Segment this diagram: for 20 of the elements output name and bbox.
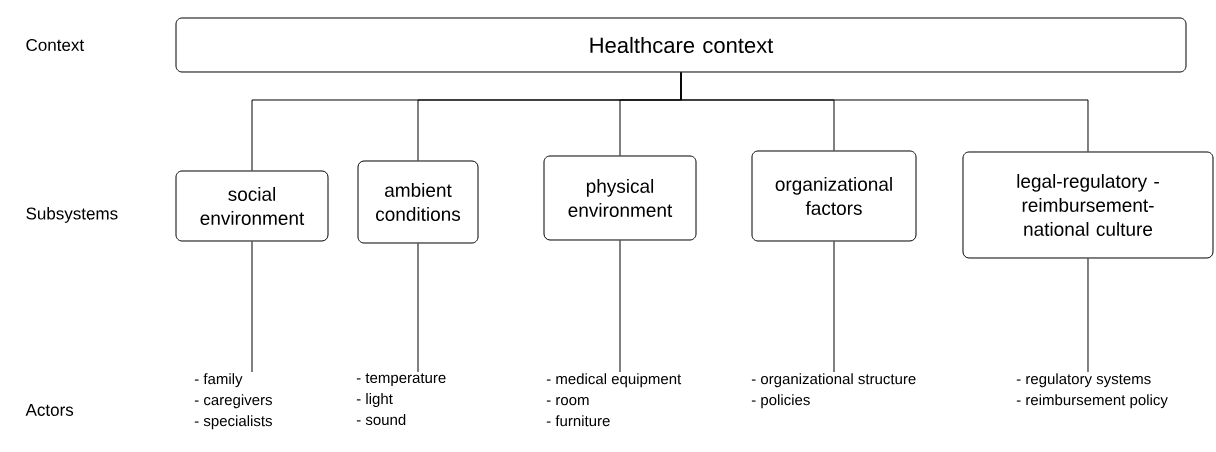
actor-list: - medical equipment - room - furniture bbox=[546, 373, 682, 427]
connector-line bbox=[251, 241, 253, 373]
connector-line bbox=[417, 243, 419, 373]
connector-line bbox=[833, 241, 835, 373]
row-label: Subsystems bbox=[26, 207, 118, 223]
row-label: Context bbox=[26, 38, 84, 51]
actor-list: - temperature - light - sound bbox=[356, 373, 446, 425]
subsystem-box: organizational factors bbox=[751, 150, 917, 242]
connector-line bbox=[1087, 258, 1089, 373]
context-box: Healthcare context bbox=[175, 17, 1187, 73]
connector-line bbox=[680, 72, 1089, 152]
row-label: Actors bbox=[25, 404, 74, 416]
subsystem-box: ambient conditions bbox=[357, 160, 479, 244]
actor-list: - organizational structure - policies bbox=[751, 373, 916, 409]
subsystem-box: social environment bbox=[175, 170, 329, 242]
connector-line bbox=[619, 240, 621, 373]
actor-list: - regulatory systems - reimbursement policy bbox=[1016, 373, 1168, 409]
actor-list: - family - caregivers - specialists bbox=[194, 373, 272, 430]
subsystem-box: legal-regulatory -reimbursement-national culture bbox=[962, 151, 1214, 259]
subsystem-box: physical environment bbox=[543, 155, 697, 241]
